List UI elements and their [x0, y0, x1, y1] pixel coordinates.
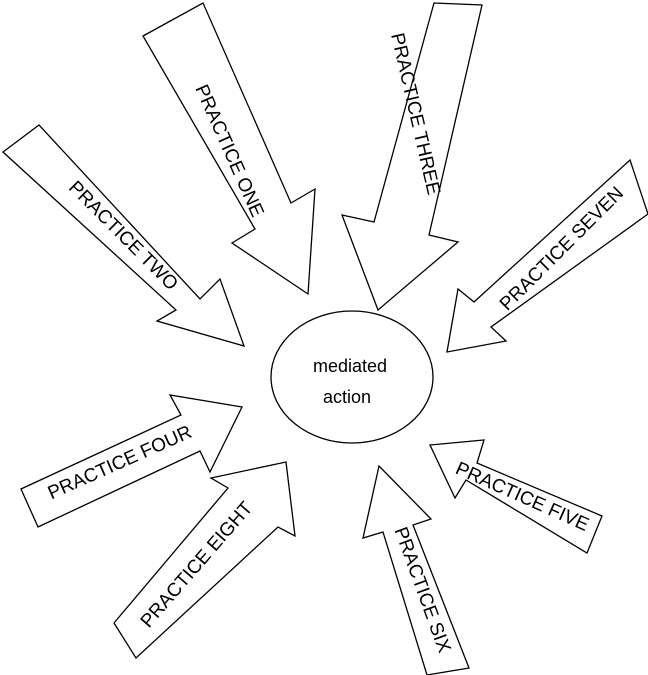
arrow-practice-five: PRACTICE FIVE	[429, 439, 603, 554]
arrow-practice-seven-label: PRACTICE SEVEN	[496, 183, 628, 315]
arrow-practice-seven: PRACTICE SEVEN	[446, 158, 648, 353]
center-label-line2: action	[323, 387, 371, 407]
arrow-practice-eight: PRACTICE EIGHT	[113, 461, 296, 660]
arrow-practice-three-shape	[340, 2, 483, 312]
arrow-practice-one: PRACTICE ONE	[142, 2, 316, 296]
arrow-practice-eight-label: PRACTICE EIGHT	[137, 498, 258, 632]
arrow-practice-two: PRACTICE TWO	[1, 124, 246, 347]
arrow-practice-eight-shape	[113, 461, 296, 660]
center-node: mediated action	[270, 310, 434, 444]
arrow-practice-five-shape	[429, 439, 603, 554]
center-label-line1: mediated	[313, 356, 387, 376]
arrow-practice-six-shape	[362, 464, 470, 675]
arrow-practice-two-shape	[1, 124, 246, 347]
arrow-practice-four-shape	[20, 394, 243, 528]
arrow-practice-six: PRACTICE SIX	[362, 464, 470, 675]
arrow-practice-seven-shape	[446, 158, 648, 353]
arrow-practice-three: PRACTICE THREE	[340, 2, 483, 312]
mediated-action-ellipse	[270, 310, 434, 444]
arrow-practice-two-label: PRACTICE TWO	[64, 177, 182, 295]
arrow-practice-five-label: PRACTICE FIVE	[452, 458, 592, 536]
arrow-practice-four: PRACTICE FOUR	[20, 394, 243, 528]
arrow-practice-one-shape	[142, 2, 316, 296]
